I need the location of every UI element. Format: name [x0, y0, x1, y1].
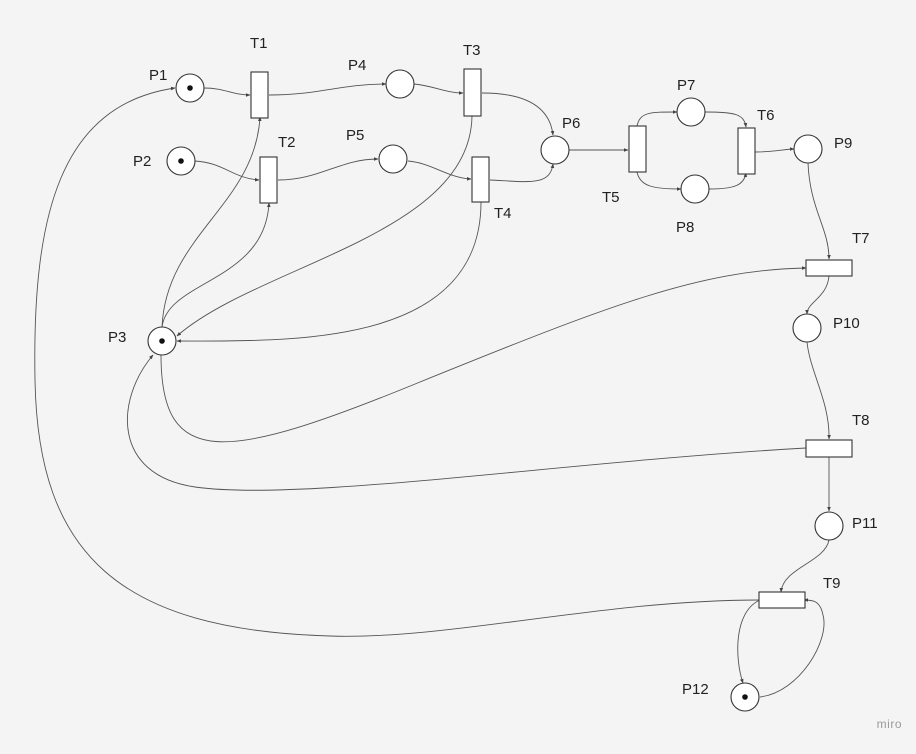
label-p1: P1	[149, 67, 167, 84]
label-p9: P9	[834, 135, 852, 152]
label-t7: T7	[852, 230, 870, 247]
label-p12: P12	[682, 681, 709, 698]
arc-p3-t7	[160, 266, 807, 443]
place-p5	[378, 144, 408, 174]
arc-p3-t2	[161, 202, 271, 328]
arc-t3-p6	[481, 92, 555, 136]
place-p6	[540, 135, 570, 165]
arc-p11-t9	[779, 539, 830, 593]
arc-t3-p3	[176, 115, 473, 337]
label-t2: T2	[278, 134, 296, 151]
arc-t4-p6	[489, 163, 555, 183]
arc-t9-p1	[34, 86, 761, 637]
arc-t5-p8	[636, 171, 682, 191]
transition-t3	[463, 68, 482, 117]
transition-t5	[628, 125, 647, 173]
label-p7: P7	[677, 77, 695, 94]
transition-t7	[805, 259, 853, 277]
arc-p3-t1	[161, 116, 262, 328]
place-p4	[385, 69, 415, 99]
arc-p8-t6	[708, 172, 748, 190]
arc-t9-p12	[737, 599, 761, 684]
transition-t8	[805, 439, 853, 458]
arc-p1-t1	[203, 87, 251, 97]
label-t3: T3	[463, 42, 481, 59]
label-t4: T4	[494, 205, 512, 222]
arc-t6-p9	[754, 147, 795, 153]
token-p2	[178, 158, 184, 164]
label-t6: T6	[757, 107, 775, 124]
arc-p10-t8	[806, 341, 831, 440]
place-p8	[680, 174, 710, 204]
arc-p12-t9	[759, 598, 825, 698]
label-t9: T9	[823, 575, 841, 592]
place-p10	[792, 313, 822, 343]
arc-p4-t3	[413, 83, 464, 95]
arc-t1-p4	[268, 82, 387, 96]
label-p11: P11	[852, 515, 878, 532]
label-t1: T1	[250, 35, 268, 52]
transition-t4	[471, 156, 490, 203]
label-t8: T8	[852, 412, 870, 429]
place-p11	[814, 511, 844, 541]
transition-t1	[250, 71, 269, 119]
places: P1 P2 P3 P4 P5 P6 P7 P8 P9 P10 P11 P12	[108, 57, 878, 712]
label-p4: P4	[348, 57, 366, 74]
label-p5: P5	[346, 127, 364, 144]
token-p3	[159, 338, 165, 344]
label-p10: P10	[833, 315, 860, 332]
label-p6: P6	[562, 115, 580, 132]
arc-p2-t2	[194, 160, 260, 182]
transition-t9	[758, 591, 806, 609]
label-p8: P8	[676, 219, 694, 236]
place-p9	[793, 134, 823, 164]
label-p2: P2	[133, 153, 151, 170]
arcs	[34, 82, 831, 698]
transition-t2	[259, 156, 278, 204]
arc-t8-p3	[127, 354, 807, 491]
arc-t4-p3	[176, 201, 482, 343]
label-t5: T5	[602, 189, 620, 206]
arc-p9-t7	[807, 162, 831, 260]
arc-t2-p5	[277, 157, 379, 181]
transition-t6	[737, 127, 756, 175]
arc-p7-t6	[704, 111, 748, 128]
transitions: T1 T2 T3 T4 T5 T6 T7 T8 T9	[250, 35, 870, 609]
miro-watermark: miro	[876, 717, 902, 731]
arc-t5-p7	[636, 110, 678, 127]
place-p7	[676, 97, 706, 127]
token-p1	[187, 85, 193, 91]
label-p3: P3	[108, 329, 126, 346]
token-p12	[742, 694, 748, 700]
arc-p5-t4	[407, 160, 472, 181]
arc-t7-p10	[805, 275, 830, 315]
